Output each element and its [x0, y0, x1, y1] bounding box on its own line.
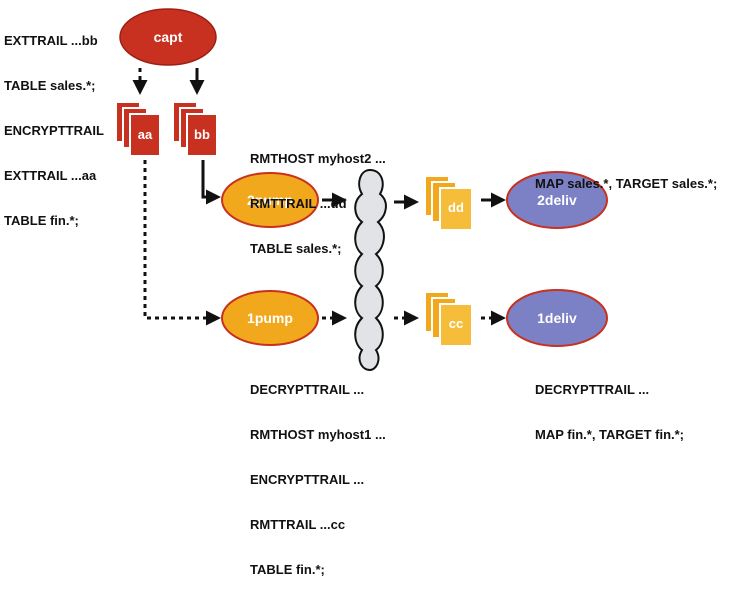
1deliv-param-line: MAP fin.*, TARGET fin.*; — [535, 427, 685, 442]
trail-aa[interactable]: aa — [115, 101, 161, 157]
capture-param-line: TABLE fin.*; — [4, 213, 79, 228]
aa-to-1pump-arrow — [143, 160, 221, 326]
1pump-label: 1pump — [247, 310, 293, 326]
capture-param-line: TABLE sales.*; — [4, 78, 96, 93]
diagram-canvas: capt aa bb 2pump 1pump — [115, 8, 608, 372]
capture-param-line: EXTTRAIL ...aa — [4, 168, 97, 183]
capture-param-line: EXTTRAIL ...bb — [4, 33, 98, 48]
network-cloud — [354, 168, 387, 372]
capture-param-line: ENCRYPTTRAIL — [4, 123, 104, 138]
2deliv-label: 2deliv — [537, 192, 577, 208]
1pump-param-line: TABLE fin.*; — [250, 562, 325, 577]
trail-cc[interactable]: cc — [424, 291, 473, 347]
connectors — [132, 68, 506, 326]
1pump-param-line: ENCRYPTTRAIL ... — [250, 472, 365, 487]
2pump-label: 2pump — [247, 192, 293, 208]
trail-dd-label: dd — [448, 200, 464, 215]
2deliv-param-line: MAP sales.*, TARGET sales.*; — [535, 176, 718, 191]
2pump-node[interactable]: 2pump — [221, 172, 319, 228]
2deliv-node[interactable]: 2deliv — [506, 171, 608, 229]
trail-aa-label: aa — [138, 127, 153, 142]
2deliv-params: MAP sales.*, TARGET sales.*; — [535, 146, 717, 221]
capture-params: EXTTRAIL ...bb TABLE sales.*; ENCRYPTTRA… — [4, 3, 104, 258]
1deliv-param-line: DECRYPTTRAIL ... — [535, 382, 650, 397]
capt-node[interactable]: capt — [119, 8, 217, 66]
2pump-param-line: RMTHOST myhost2 ... — [250, 151, 386, 166]
1deliv-node[interactable]: 1deliv — [506, 289, 608, 347]
2pump-params: RMTHOST myhost2 ... RMTTRAIL ...dd TABLE… — [250, 121, 386, 286]
trail-dd[interactable]: dd — [424, 175, 473, 231]
1deliv-params: DECRYPTTRAIL ... MAP fin.*, TARGET fin.*… — [535, 352, 684, 472]
1pump-param-line: RMTHOST myhost1 ... — [250, 427, 386, 442]
1pump-params: DECRYPTTRAIL ... RMTHOST myhost1 ... ENC… — [250, 352, 386, 607]
1pump-param-line: RMTTRAIL ...cc — [250, 517, 346, 532]
1pump-param-line: DECRYPTTRAIL ... — [250, 382, 365, 397]
2pump-param-line: RMTTRAIL ...dd — [250, 196, 347, 211]
1deliv-label: 1deliv — [537, 310, 577, 326]
trail-bb[interactable]: bb — [172, 101, 218, 157]
replication-diagram: capt aa bb 2pump 1pump — [4, 3, 717, 577]
trail-cc-label: cc — [449, 316, 463, 331]
bb-to-2pump-arrow — [201, 160, 221, 205]
1pump-node[interactable]: 1pump — [221, 290, 319, 346]
2pump-param-line: TABLE sales.*; — [250, 241, 342, 256]
trail-bb-label: bb — [194, 127, 210, 142]
capt-label: capt — [154, 29, 183, 45]
